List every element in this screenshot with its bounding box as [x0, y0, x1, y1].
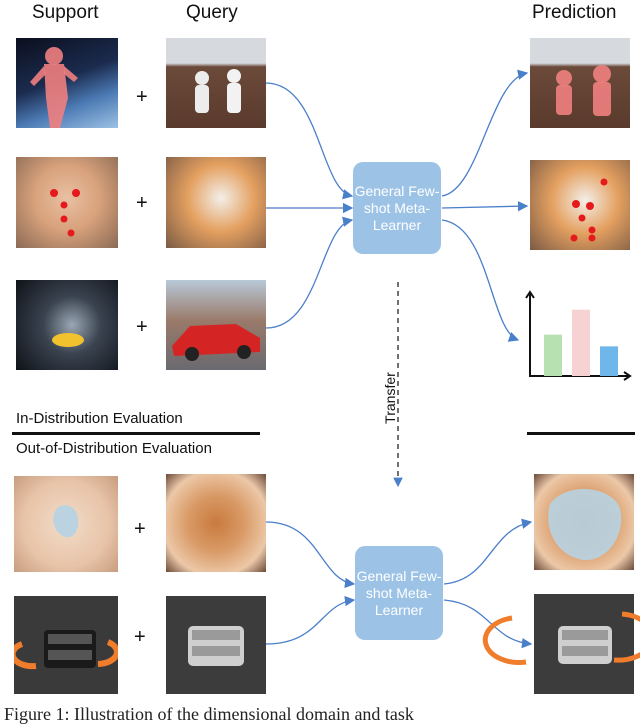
output-arrow: [443, 599, 533, 649]
input-arrow: [265, 595, 356, 645]
plus-sign: +: [136, 86, 148, 108]
chart-bar: [600, 346, 618, 376]
input-arrow: [265, 521, 356, 589]
segmentation-mask: [548, 489, 622, 560]
support-image-cat: [16, 157, 118, 248]
chart-bar: [544, 334, 562, 376]
rotate-arrow-icon: [97, 639, 118, 667]
prediction-image-cat-keypoints: [530, 160, 630, 250]
input-arrow: [265, 216, 354, 329]
keypoint-markers: [570, 178, 608, 242]
query-image-red-car: [166, 280, 266, 370]
rotate-arrow-icon: [613, 611, 640, 663]
support-image-bus: [14, 596, 118, 694]
segmentation-mask: [30, 47, 78, 128]
query-header: Query: [186, 2, 238, 23]
query-image-skin-lesion: [166, 474, 266, 572]
input-arrow: [265, 82, 354, 200]
prediction-image-bus: [534, 594, 634, 694]
section-divider: [12, 432, 260, 435]
chart-axes: [529, 292, 630, 377]
figure-caption: Figure 1: Illustration of the dimensiona…: [4, 704, 414, 724]
general-few-shot-meta-learner: General Few-shot Meta-Learner: [353, 162, 441, 254]
rotate-arrow-icon: [482, 615, 527, 665]
general-few-shot-meta-learner: General Few-shot Meta-Learner: [355, 546, 443, 640]
support-image-astronaut: [16, 38, 118, 128]
support-image-skin-lesion: [14, 476, 118, 572]
chart-bar: [572, 309, 590, 376]
output-arrow: [441, 219, 520, 342]
plus-sign: +: [134, 626, 146, 648]
plus-sign: +: [136, 192, 148, 214]
prediction-image-astronauts-masked: [530, 38, 630, 128]
prediction-header: Prediction: [532, 2, 617, 23]
prediction-image-skin-lesion: [534, 474, 634, 570]
output-arrow: [441, 69, 529, 197]
query-image-bus: [166, 596, 266, 694]
segmentation-mask: [556, 65, 611, 116]
query-image-astronauts: [166, 38, 266, 128]
keypoint-markers: [50, 189, 80, 237]
section-divider: [527, 432, 635, 435]
plus-sign: +: [134, 518, 146, 540]
in-distribution-label: In-Distribution Evaluation: [16, 410, 183, 427]
query-image-cat: [166, 157, 266, 248]
support-header: Support: [32, 2, 99, 23]
segmentation-mask: [53, 505, 79, 538]
prediction-bar-chart: [525, 290, 632, 381]
plus-sign: +: [136, 316, 148, 338]
out-of-distribution-label: Out-of-Distribution Evaluation: [16, 440, 212, 457]
support-image-car: [16, 280, 118, 370]
rotate-arrow-icon: [14, 641, 37, 670]
output-arrow: [441, 201, 529, 212]
chart-axis-arrowheads: [525, 290, 632, 381]
output-arrow: [443, 518, 533, 585]
